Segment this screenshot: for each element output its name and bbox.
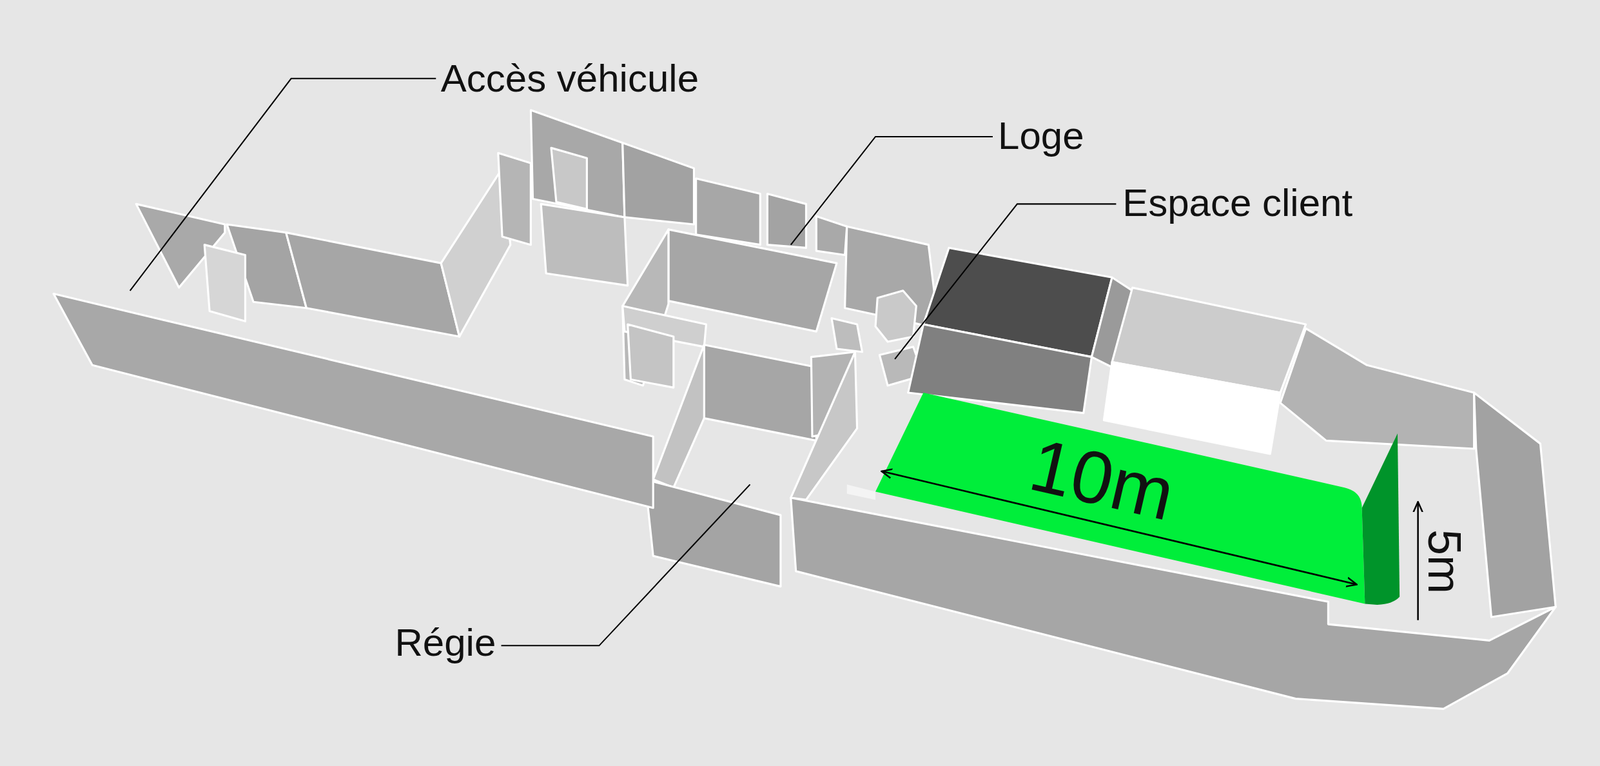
door [204,244,245,322]
wall [53,293,654,508]
wall [1474,392,1557,617]
wall [498,152,532,245]
wall [790,497,1556,709]
wall [696,178,761,245]
wall [286,232,460,337]
armchair [831,318,862,352]
wall [703,344,817,441]
room-label: Régie [395,623,497,663]
leader-line [130,78,437,291]
dimension-label: 10m [1023,427,1181,532]
door [551,147,587,209]
room-label: Loge [997,116,1084,156]
leader-line [894,203,1116,359]
wall [767,194,806,249]
wall [645,478,781,586]
wall [668,229,837,332]
door [627,324,674,388]
dimension-label: 5m [1421,529,1468,594]
wall [530,110,625,218]
room-label: Espace client [1122,183,1353,223]
dimension-arrow [1416,501,1419,620]
floor-strip [847,484,876,500]
wall [790,351,858,500]
leader-line [790,136,993,245]
room-label: Accès véhicule [440,59,699,98]
leader-line [501,484,751,646]
wall [1280,328,1475,449]
wall [816,215,847,255]
armchair [875,290,917,342]
green-wall [1362,433,1401,605]
wall [540,203,628,286]
wall [653,344,704,488]
wall [622,142,695,225]
